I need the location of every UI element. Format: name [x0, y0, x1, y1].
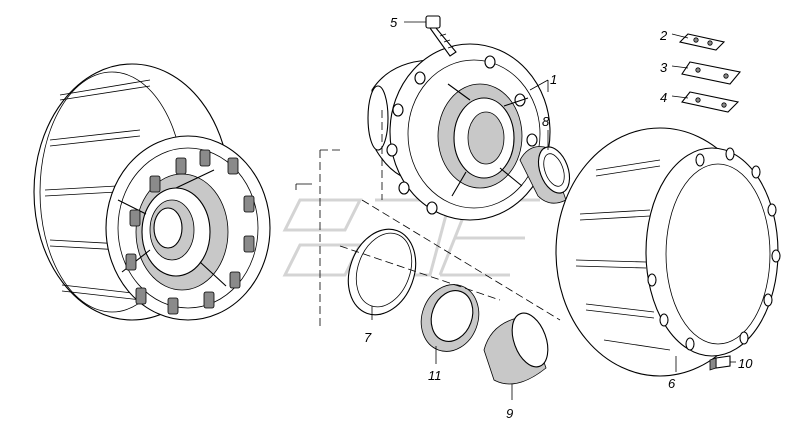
ring-part-11	[420, 284, 480, 352]
callout-8: 8	[542, 114, 550, 129]
plate-part-2	[678, 33, 726, 51]
screw-part-10	[709, 355, 731, 371]
callout-7: 7	[364, 330, 372, 345]
left-drum-assembly	[33, 63, 271, 321]
callout-5: 5	[390, 15, 398, 30]
callout-6: 6	[668, 376, 676, 391]
callout-labels: 1 2 3 4 5 6 7 8 9 10 11	[364, 15, 753, 421]
callout-2: 2	[659, 28, 668, 43]
seal-ring-part-7	[347, 228, 417, 316]
callout-4: 4	[660, 90, 667, 105]
callout-9: 9	[506, 406, 513, 421]
callout-11: 11	[428, 368, 442, 383]
hub-part-1	[367, 43, 551, 221]
bolt-part-5	[425, 15, 457, 57]
callout-1: 1	[550, 72, 557, 87]
bearing-cup-part-9	[483, 312, 549, 385]
callout-3: 3	[660, 60, 668, 75]
assembly-lines	[295, 110, 561, 330]
bearing-race-part-8	[519, 146, 571, 204]
brake-drum-part-6	[555, 127, 781, 377]
plate-part-4	[681, 91, 740, 113]
callout-10: 10	[738, 356, 753, 371]
leader-lines	[371, 21, 736, 400]
plate-part-3	[681, 61, 742, 85]
